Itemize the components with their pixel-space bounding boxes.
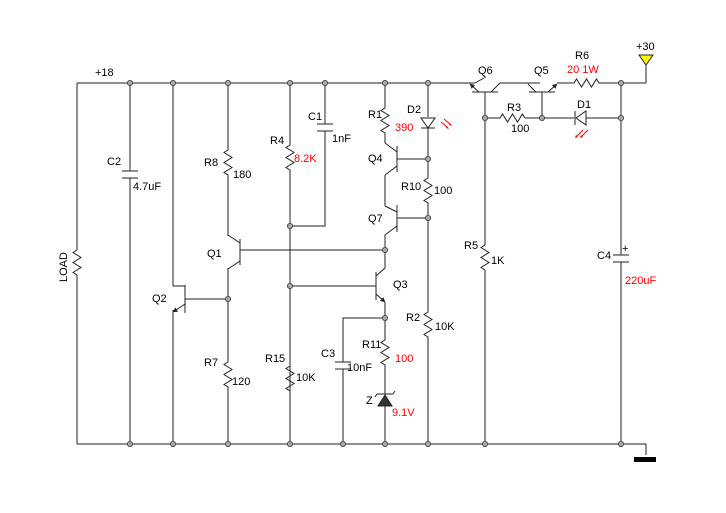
resistor-r3: R3 100 (485, 102, 566, 135)
c2-value: 4.7uF (133, 181, 161, 193)
transistor-q4: Q4 (368, 142, 428, 206)
transistor-q5: Q5 (527, 65, 558, 118)
r2-name: R2 (406, 312, 420, 324)
z-value: 9.1V (392, 407, 415, 419)
resistor-r2: R2 10K (406, 218, 455, 444)
led-d1: D1 (566, 99, 621, 138)
r15-name: R15 (265, 353, 285, 365)
c1-name: C1 (308, 111, 322, 123)
r7-name: R7 (204, 357, 218, 369)
resistor-r6: R6 20 1W (557, 50, 646, 88)
resistor-r10: R10 100 (401, 159, 452, 218)
supply-18v-label: +18 (95, 67, 114, 79)
resistor-r15: R15 10K (265, 353, 316, 392)
q4-label: Q4 (368, 153, 383, 165)
led-d2: D2 (407, 83, 452, 159)
c3-name: C3 (321, 348, 335, 360)
capacitor-c4: C4 + 220uF (597, 83, 656, 444)
c4-value: 220uF (625, 275, 656, 287)
c4-polarity: + (622, 243, 628, 255)
z-name: Z (366, 395, 373, 407)
r8-name: R8 (204, 157, 218, 169)
r8-value: 180 (233, 169, 251, 181)
capacitor-c1: C1 1nF (290, 83, 351, 227)
resistor-r11: R11 100 (362, 339, 413, 394)
q1-label: Q1 (207, 248, 222, 260)
r11-name: R11 (362, 339, 381, 351)
r2-value: 10K (435, 321, 455, 333)
supply-30v-label: +30 (636, 41, 655, 53)
transistor-q1: Q1 (207, 233, 385, 270)
capacitor-c2: C2 4.7uF (107, 83, 161, 444)
r6-name: R6 (575, 50, 589, 62)
r5-value: 1K (491, 255, 505, 267)
r4-name: R4 (270, 135, 284, 147)
r11-value: 100 (395, 353, 413, 365)
c4-name: C4 (597, 250, 611, 262)
resistor-r1: R1 390 (368, 83, 413, 143)
transistor-q2: Q2 (152, 83, 228, 444)
resistor-r8: R8 180 (204, 83, 251, 233)
r3-name: R3 (507, 102, 521, 114)
r1-name: R1 (368, 109, 382, 121)
r10-value: 100 (434, 185, 452, 197)
r7-value: 120 (232, 376, 250, 388)
d1-label: D1 (577, 99, 591, 111)
ground-rail (77, 443, 656, 462)
r10-name: R10 (401, 181, 421, 193)
q2-label: Q2 (152, 293, 167, 305)
load-label: LOAD (58, 252, 70, 282)
r1-value: 390 (395, 122, 413, 134)
r6-value: 20 1W (567, 64, 599, 76)
zener-diode-z: Z 9.1V (366, 390, 415, 444)
c3-value: 10nF (347, 362, 372, 374)
r15-value: 10K (296, 372, 316, 384)
d2-label: D2 (407, 104, 421, 116)
capacitor-c3: C3 10nF (321, 317, 385, 444)
c2-name: C2 (107, 156, 121, 168)
load-resistor: LOAD (58, 83, 82, 444)
q5-label: Q5 (534, 65, 549, 77)
supply-30v: +30 (636, 41, 655, 83)
resistor-r5: R5 1K (464, 240, 505, 444)
r3-value: 100 (511, 123, 529, 135)
c1-value: 1nF (332, 133, 351, 145)
transistor-q6: Q6 (469, 65, 540, 245)
transistor-q7: Q7 (368, 205, 428, 250)
q7-label: Q7 (368, 213, 383, 225)
q3-label: Q3 (393, 279, 408, 291)
resistor-r4: R4 8.2K (270, 83, 317, 444)
resistor-r7: R7 120 (204, 268, 250, 444)
r4-value: 8.2K (294, 153, 317, 165)
junctions (127, 80, 625, 447)
r5-name: R5 (464, 240, 478, 252)
transistor-q3: Q3 (375, 250, 408, 340)
q6-label: Q6 (478, 65, 493, 77)
